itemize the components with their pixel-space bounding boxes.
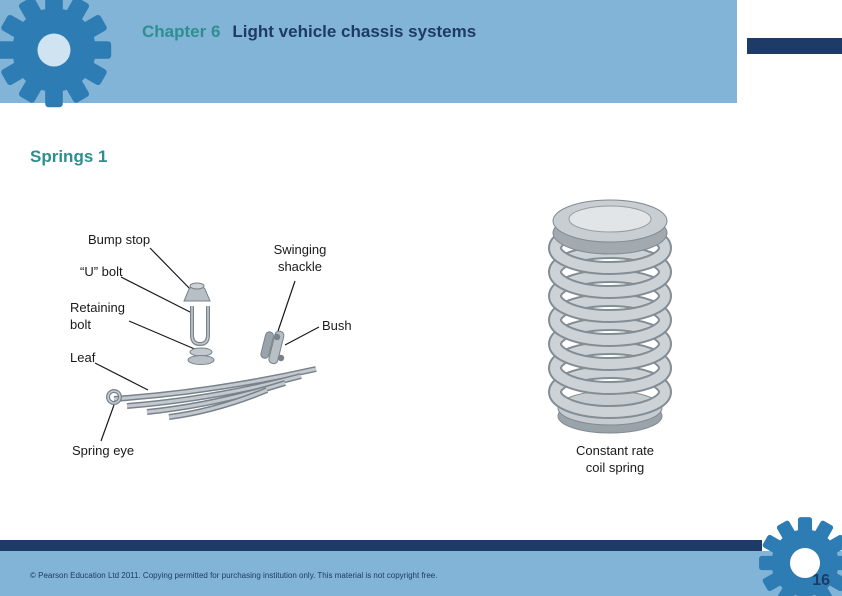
label-coil-spring-caption: Constant rate coil spring <box>548 443 682 477</box>
label-spring-eye: Spring eye <box>72 443 135 458</box>
label-bush: Bush <box>322 318 352 333</box>
label-line: shackle <box>277 258 323 274</box>
header-title: Chapter 6 Light vehicle chassis systems <box>142 22 476 42</box>
label-swinging-shackle: Swinging shackle <box>256 242 344 276</box>
label-line: bolt <box>70 316 91 332</box>
label-bump-stop: Bump stop <box>88 232 151 247</box>
header-band <box>0 0 737 103</box>
leaf-spring-illustration <box>106 282 317 420</box>
label-u-bolt: “U” bolt <box>80 264 123 279</box>
copyright-text: © Pearson Education Ltd 2011. Copying pe… <box>30 571 438 580</box>
leader-lines <box>94 247 320 442</box>
chapter-label: Chapter 6 <box>142 22 221 41</box>
header-accent-bar <box>747 38 842 54</box>
footer-band <box>0 551 842 596</box>
gear-icon <box>0 0 112 108</box>
gear-icon <box>759 517 842 596</box>
label-leaf: Leaf <box>70 350 96 365</box>
page-title: Springs 1 <box>30 147 108 166</box>
coil-spring-illustration <box>548 199 672 434</box>
label-line: coil spring <box>585 459 645 475</box>
chapter-title-text: Light vehicle chassis systems <box>232 22 477 41</box>
label-line: Constant rate <box>575 443 655 458</box>
footer-accent-bar <box>0 540 762 551</box>
label-line: Retaining <box>70 300 125 315</box>
label-retaining-bolt: Retaining bolt <box>70 300 125 334</box>
label-line: Swinging <box>273 242 327 257</box>
page-number: 16 <box>812 572 830 589</box>
